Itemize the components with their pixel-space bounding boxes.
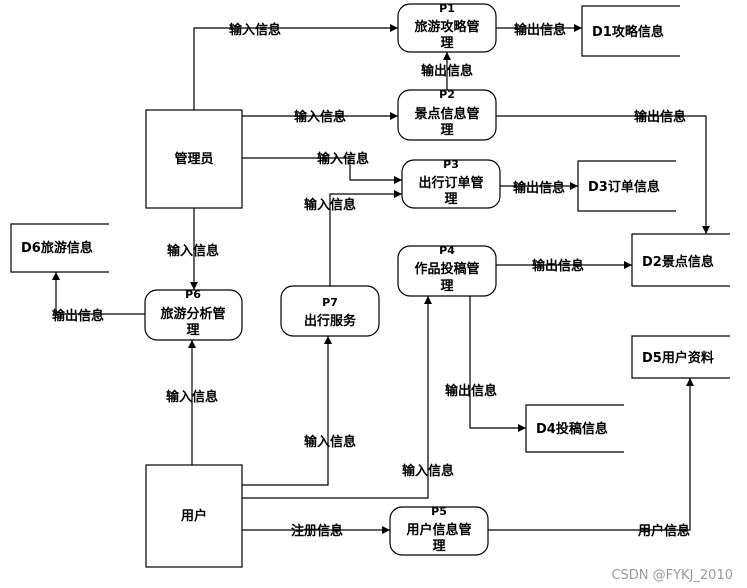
label-admin-p3: 输入信息	[317, 151, 369, 167]
process-p3-line1: 出行订单管	[418, 175, 483, 191]
process-p7: P7 出行服务	[280, 285, 380, 337]
process-p3: P3 出行订单管 理	[401, 158, 501, 209]
process-p6-line1: 旅游分析管	[160, 306, 225, 322]
process-p6-line2: 理	[186, 323, 199, 338]
label-admin-p1: 输入信息	[229, 22, 281, 38]
label-user-p6: 输入信息	[166, 389, 218, 405]
process-p2-id: P2	[439, 88, 455, 101]
flow-p2-d2	[496, 115, 710, 234]
label-user-p5: 注册信息	[291, 523, 343, 539]
entity-admin: 管理员	[145, 109, 243, 209]
entity-user: 用户	[145, 464, 243, 568]
flow-p5-d5	[488, 378, 694, 531]
store-d2-label: D2景点信息	[642, 254, 714, 270]
process-p6: P6 旅游分析管 理	[144, 288, 243, 341]
label-p3-d3: 输出信息	[513, 180, 565, 196]
process-p5-line2: 理	[432, 539, 445, 554]
label-admin-p6: 输入信息	[167, 243, 219, 259]
process-p3-line2: 理	[444, 192, 457, 207]
process-p5: P5 用户信息管 理	[389, 505, 489, 556]
store-d6: D6旅游信息	[10, 223, 109, 273]
store-d3-label: D3订单信息	[588, 179, 660, 195]
flow-p6-d6	[52, 272, 145, 315]
label-p6-d6: 输出信息	[52, 308, 104, 324]
process-p2-line2: 理	[440, 123, 453, 138]
process-p1-id: P1	[439, 2, 455, 15]
store-d5-label: D5用户资料	[642, 350, 714, 366]
store-d3: D3订单信息	[577, 160, 676, 212]
flow-p4-d4	[469, 295, 526, 432]
store-d4-label: D4投稿信息	[536, 421, 608, 437]
process-p5-id: P5	[431, 505, 447, 518]
label-p7-p3: 输入信息	[304, 197, 356, 213]
label-admin-p2: 输入信息	[294, 109, 346, 125]
label-p1-d1: 输出信息	[514, 22, 566, 38]
process-p1-line2: 理	[440, 36, 453, 51]
label-p4-d2: 输出信息	[532, 258, 584, 274]
store-d1-label: D1攻略信息	[592, 24, 664, 40]
process-p4-id: P4	[439, 244, 455, 257]
process-p1: P1 旅游攻略管 理	[397, 2, 497, 53]
process-p4: P4 作品投稿管 理	[397, 244, 497, 297]
store-d6-label: D6旅游信息	[21, 240, 93, 256]
store-d2: D2景点信息	[631, 233, 730, 287]
flow-p7-p3	[329, 190, 402, 286]
process-p4-line2: 理	[440, 279, 453, 294]
label-p2-p1: 输出信息	[421, 63, 473, 79]
label-user-p4: 输入信息	[402, 463, 454, 479]
flow-admin-p3	[242, 157, 402, 184]
process-p7-line1: 出行服务	[304, 313, 357, 329]
process-p4-line1: 作品投稿管	[414, 261, 479, 277]
process-p2-line1: 景点信息管	[414, 106, 479, 122]
process-p7-id: P7	[322, 296, 338, 309]
process-p5-line1: 用户信息管	[405, 522, 471, 538]
label-p4-d4: 输出信息	[445, 383, 497, 399]
flow-user-p4	[242, 296, 432, 499]
process-p6-id: P6	[185, 288, 201, 301]
label-p5-d5: 用户信息	[637, 523, 690, 539]
watermark: CSDN @FYKJ_2010	[611, 568, 733, 583]
entity-admin-label: 管理员	[174, 151, 213, 167]
store-d5: D5用户资料	[631, 335, 730, 379]
label-user-p7: 输入信息	[304, 434, 356, 450]
entity-user-label: 用户	[180, 508, 207, 524]
store-d1: D1攻略信息	[581, 5, 680, 57]
process-p3-id: P3	[443, 158, 459, 171]
flow-admin-p1	[193, 24, 398, 110]
store-d4: D4投稿信息	[525, 404, 624, 453]
process-p2: P2 景点信息管 理	[397, 88, 497, 141]
label-p2-d2: 输出信息	[634, 109, 686, 125]
flow-user-p7	[242, 336, 332, 486]
process-p1-line1: 旅游攻略管	[414, 19, 479, 35]
